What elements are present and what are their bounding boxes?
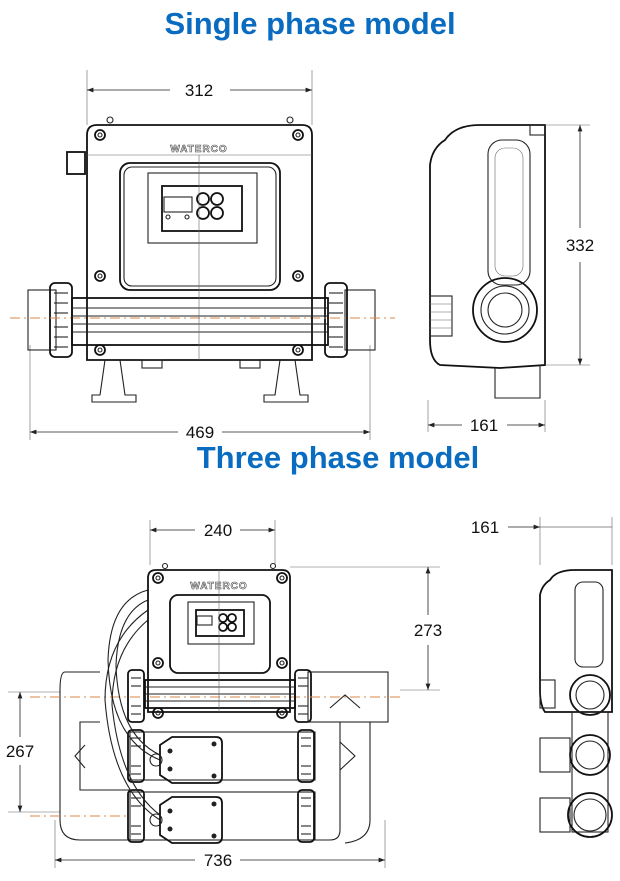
brand-logo-three: WATERCO xyxy=(190,581,247,592)
dim-single-height: 332 xyxy=(566,236,594,255)
dim-three-depth: 161 xyxy=(471,518,499,537)
cable-gland xyxy=(66,151,86,175)
dim-three-body-width: 240 xyxy=(204,521,232,540)
single-phase-front-view: 312 469 WATERCO xyxy=(10,70,395,442)
dim-three-body-height: 273 xyxy=(414,621,442,640)
brand-logo: WATERCO xyxy=(170,144,227,155)
three-phase-front-view: 240 273 267 736 WA xyxy=(6,520,442,870)
three-phase-title: Three phase model xyxy=(196,440,480,475)
dim-three-pipe-spacing: 267 xyxy=(6,742,34,761)
dim-three-total-width: 736 xyxy=(204,851,232,870)
dim-single-body-width: 312 xyxy=(185,81,213,100)
single-phase-title: Single phase model xyxy=(164,6,456,41)
single-phase-side-view: 332 161 xyxy=(427,124,594,435)
dim-single-total-width: 469 xyxy=(186,423,214,442)
three-phase-side-view: 161 xyxy=(471,517,613,838)
dim-single-depth: 161 xyxy=(470,416,498,435)
